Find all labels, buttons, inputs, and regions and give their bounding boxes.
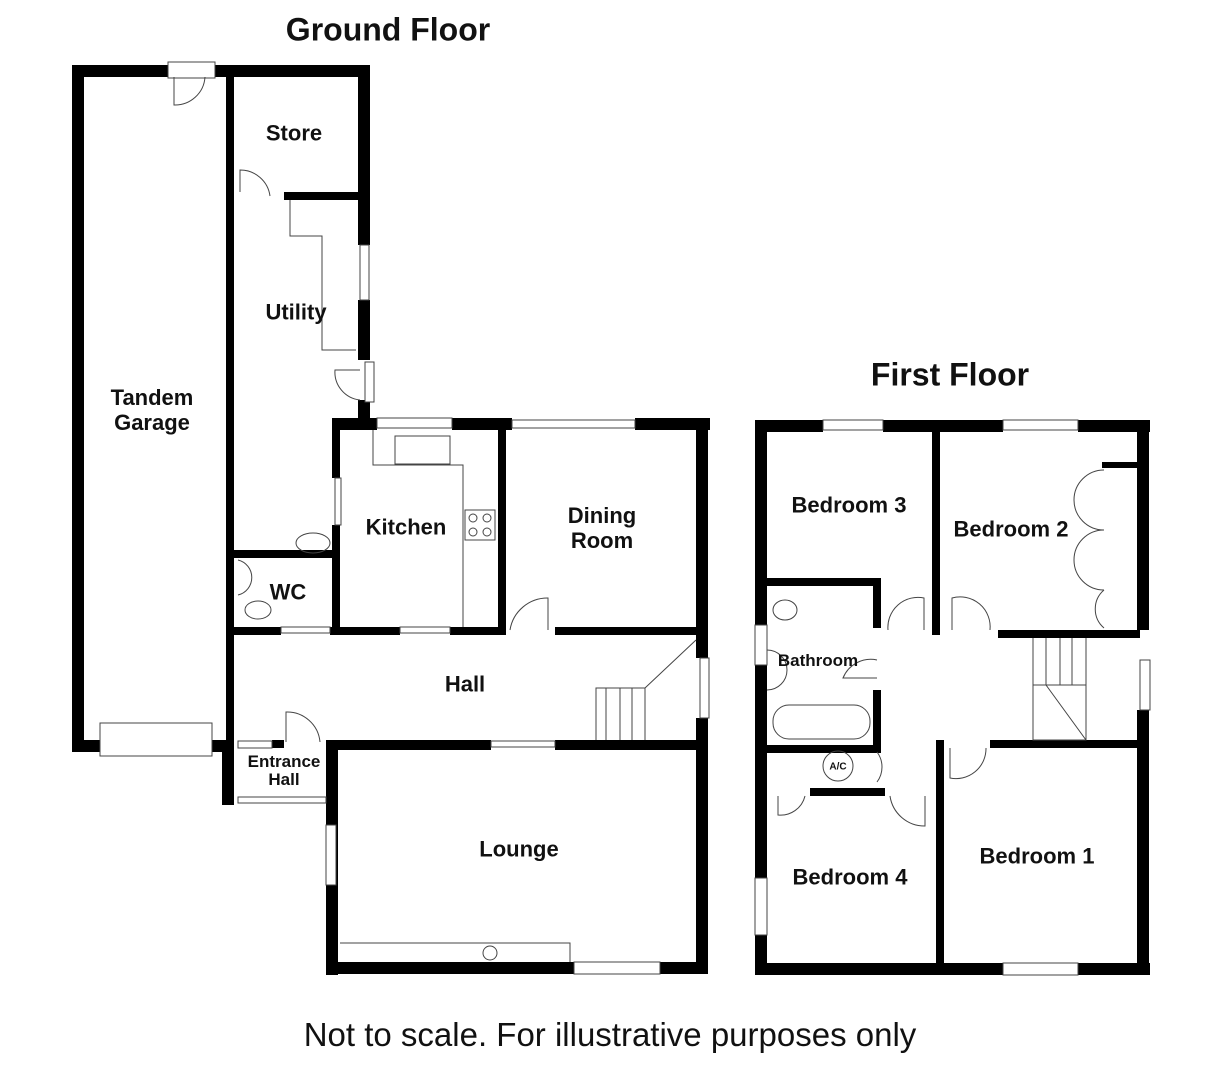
disclaimer-footer: Not to scale. For illustrative purposes …: [303, 1016, 917, 1053]
room-label-lounge: Lounge: [479, 836, 559, 862]
room-label-wc: WC: [269, 579, 307, 605]
room-label-utility: Utility: [265, 299, 327, 325]
room-label-bedroom-2: Bedroom 2: [953, 516, 1069, 542]
room-label-kitchen: Kitchen: [365, 514, 447, 540]
room-label-hall: Hall: [444, 671, 486, 697]
first-floor-walls: [755, 420, 1150, 975]
room-label-bedroom-1: Bedroom 1: [979, 843, 1095, 869]
room-label-entrance-hall: Entrance Hall: [247, 752, 321, 789]
ground-floor-openings: [99, 61, 710, 975]
first-floor-openings: [754, 419, 1151, 976]
room-label-dining-room: Dining Room: [567, 503, 637, 553]
room-label-store: Store: [265, 120, 323, 146]
first-floor-title: First Floor: [870, 356, 1030, 393]
room-label-tandem-garage: Tandem Garage: [110, 385, 194, 435]
ground-floor-title: Ground Floor: [285, 11, 491, 48]
room-label-bedroom-4: Bedroom 4: [792, 864, 908, 890]
airing-cupboard-label: A/C: [829, 761, 847, 773]
room-label-bathroom: Bathroom: [777, 651, 859, 670]
room-label-bedroom-3: Bedroom 3: [791, 492, 907, 518]
